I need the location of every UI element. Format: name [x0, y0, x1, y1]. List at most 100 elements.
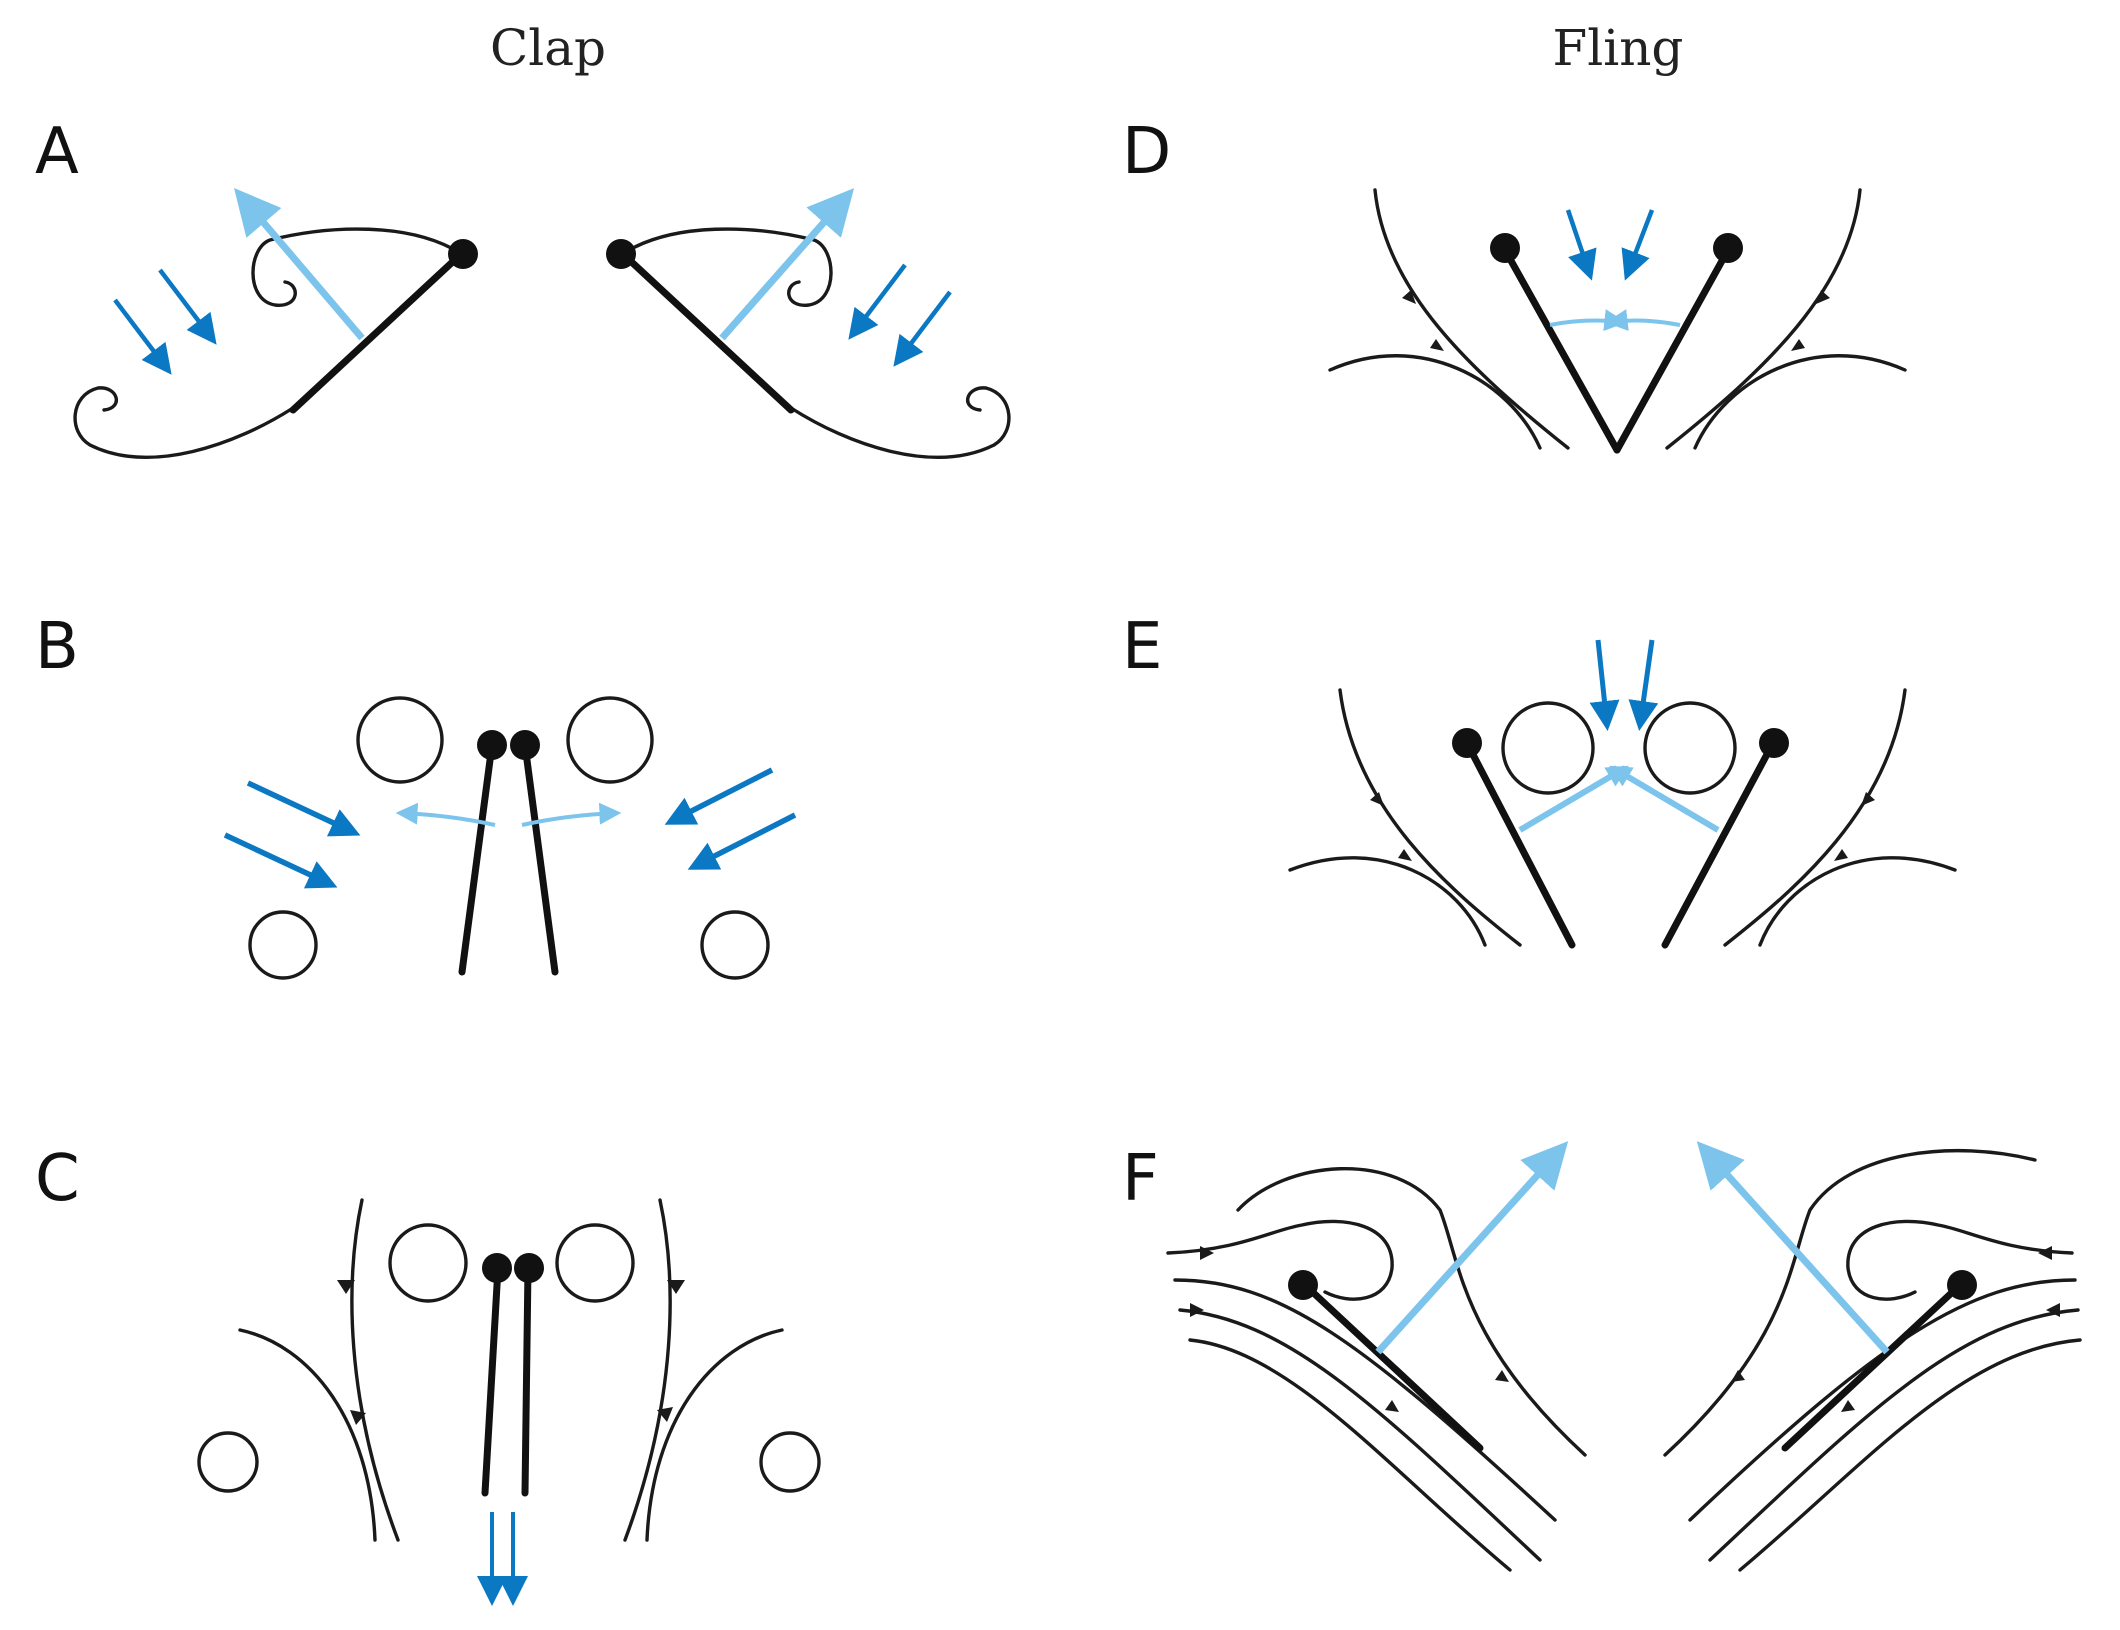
panel-c-right-upper-vortex	[555, 1223, 635, 1303]
panel-e-right-vortex	[1643, 701, 1737, 795]
panel-b-left-wing	[458, 741, 496, 976]
panel-e-streamline-tick-1	[1370, 792, 1384, 806]
panel-f-left-streamline-1	[1166, 1219, 1394, 1301]
panel-c-left-lower-vortex	[197, 1431, 259, 1493]
panel-a-right-wake-streamline	[789, 386, 1011, 459]
panel-b-left-inflow-arrow-2	[223, 832, 338, 889]
panel-label-e: E	[1122, 610, 1162, 684]
panel-e-inflow-arrow-right	[1628, 639, 1659, 731]
panel-b-left-force-arrow	[395, 802, 496, 827]
panel-e-streamline-tick-4	[1834, 849, 1848, 861]
panel-f-right-force-arrow	[1696, 1141, 1890, 1355]
panel-d-inflow-arrow-right	[1621, 209, 1655, 281]
panel-a-left-force-arrow	[234, 188, 365, 341]
panel-d-left-outer-streamline	[1373, 188, 1570, 450]
panel-c-right-wing	[521, 1264, 532, 1497]
panel-f-left-force-arrow	[1375, 1141, 1569, 1355]
panel-f-right-tick-3	[1841, 1400, 1855, 1412]
panel-f-right-streamline-4	[1708, 1308, 2080, 1562]
panel-b-left-leading-edge	[477, 730, 507, 760]
panel-e-left-leading-edge	[1452, 728, 1482, 758]
panel-b-left-inflow-arrow-1	[246, 780, 361, 837]
panel-f-right-wing	[1781, 1281, 1964, 1452]
panel-e-right-inner-streamline	[1758, 856, 1957, 947]
panel-d-left-inner-streamline	[1328, 354, 1542, 450]
panel-e-left-force-arrow	[1518, 765, 1629, 833]
panel-f-left-streamline-2	[1236, 1167, 1587, 1457]
panel-b-left-upper-vortex	[356, 696, 444, 784]
panel-d-streamline-tick-3	[1816, 290, 1830, 304]
panel-e-right-leading-edge	[1759, 728, 1789, 758]
panel-a-left-leading-edge	[448, 239, 478, 269]
panel-e-right-force-arrow	[1609, 765, 1720, 833]
panel-f-left-tick-2	[1190, 1303, 1204, 1317]
panel-e-streamline-tick-2	[1398, 849, 1412, 861]
panel-a-right-wing	[620, 251, 795, 414]
panel-d-streamline-tick-2	[1430, 339, 1444, 351]
column-title-fling: Fling	[1553, 19, 1684, 77]
panel-c-right-leading-edge	[514, 1253, 544, 1283]
panel-d-fling-start	[1328, 188, 1907, 454]
panel-b-right-force-arrow	[521, 802, 622, 827]
panel-b-right-inflow-arrow-1	[664, 767, 774, 825]
panel-a-clap-start	[73, 188, 1011, 459]
panel-e-right-wing	[1661, 741, 1776, 949]
panel-a-right-inflow-arrow-2	[893, 290, 952, 367]
panel-a-right-leading-edge-streamline	[622, 227, 833, 307]
panel-c-left-inner-streamline	[350, 1198, 400, 1542]
column-title-clap: Clap	[490, 19, 606, 77]
panel-b-right-upper-vortex	[566, 696, 654, 784]
panel-label-a: A	[35, 115, 79, 189]
panel-f-left-tick-3	[1385, 1400, 1399, 1412]
panel-f-left-tick-1	[1200, 1246, 1214, 1260]
panel-a-right-wing-group	[606, 227, 1011, 459]
panel-f-fling-end	[1166, 1141, 2082, 1572]
panel-d-inflow-arrow-left	[1565, 209, 1597, 281]
panel-b-clap-middle	[223, 696, 797, 980]
panel-a-left-wing	[289, 251, 464, 414]
panel-f-left-streamline-4	[1178, 1308, 1542, 1562]
panel-f-left-leading-edge	[1288, 1270, 1318, 1300]
panel-f-right-streamline-3	[1688, 1278, 2077, 1522]
panel-c-streamline-tick-2	[350, 1410, 366, 1425]
panel-c-streamline-tick-4	[657, 1407, 673, 1422]
panel-a-right-leading-edge	[606, 239, 636, 269]
panel-label-c: C	[35, 1142, 80, 1216]
panel-b-right-lower-vortex	[700, 910, 770, 980]
panel-c-left-wing	[481, 1264, 502, 1497]
panel-f-right-streamline-5	[1738, 1338, 2082, 1572]
panel-c-streamline-tick-3	[667, 1280, 685, 1294]
panel-d-right-force-arrow	[1605, 309, 1681, 331]
panel-c-left-upper-vortex	[388, 1223, 468, 1303]
panel-d-left-leading-edge	[1490, 233, 1520, 263]
panel-f-right-streamline-2	[1663, 1148, 2037, 1457]
panel-f-left-streamline-5	[1188, 1338, 1512, 1572]
panel-e-inflow-arrow-left	[1589, 639, 1620, 731]
panel-e-left-inner-streamline	[1288, 856, 1487, 947]
panel-f-right-tick-1	[2038, 1246, 2052, 1260]
panel-c-left-leading-edge	[482, 1253, 512, 1283]
panel-b-right-inflow-arrow-2	[687, 812, 797, 870]
panel-f-left-tick-4	[1495, 1370, 1509, 1382]
panel-f-right-leading-edge	[1947, 1270, 1977, 1300]
panel-d-streamline-tick-1	[1402, 290, 1416, 304]
panel-f-left-wing-group	[1166, 1141, 1587, 1572]
panel-label-b: B	[35, 610, 79, 684]
panel-a-left-wake-streamline	[73, 386, 295, 459]
panel-d-right-inner-streamline	[1693, 354, 1907, 450]
panel-e-left-vortex	[1501, 701, 1595, 795]
panel-b-left-lower-vortex	[248, 910, 318, 980]
panel-e-right-outer-streamline	[1723, 688, 1907, 947]
panel-f-right-tick-2	[2046, 1303, 2060, 1317]
panel-f-right-tick-4	[1731, 1370, 1745, 1382]
panel-label-f: F	[1122, 1142, 1159, 1216]
panel-c-right-outer-streamline	[645, 1328, 784, 1542]
panel-d-left-wing	[1501, 246, 1621, 454]
panel-d-right-outer-streamline	[1665, 188, 1862, 450]
panel-d-streamline-tick-4	[1791, 339, 1805, 351]
panel-f-right-streamline-1	[1846, 1219, 2074, 1301]
panel-a-right-inflow-arrow-1	[848, 263, 907, 340]
panel-e-fling-middle	[1288, 639, 1957, 949]
panel-f-left-wing	[1301, 1281, 1484, 1452]
panel-b-right-wing	[521, 741, 559, 976]
